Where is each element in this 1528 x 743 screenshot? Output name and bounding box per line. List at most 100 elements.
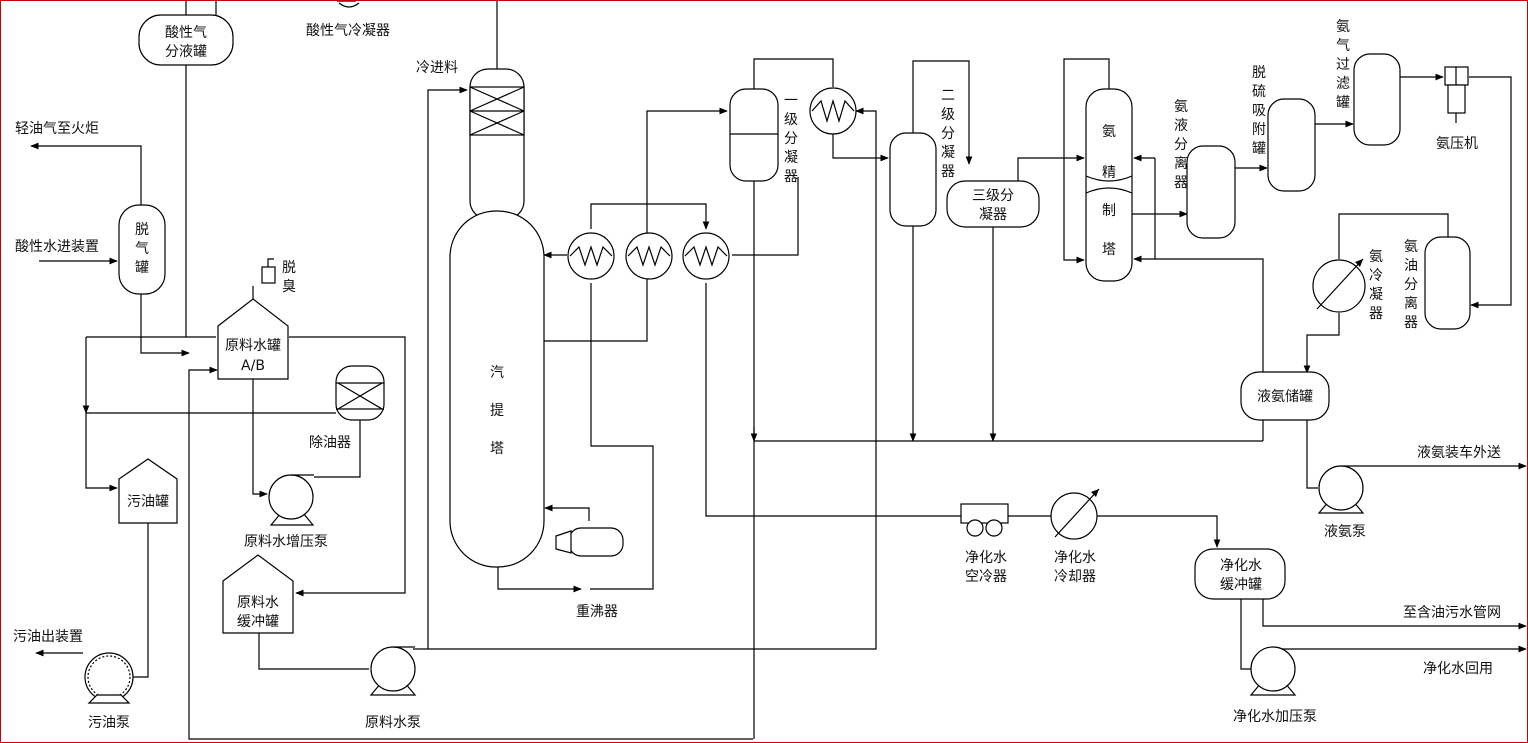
ammonia-oil-separator [1424,236,1471,330]
ammonia-refining-tower [1085,88,1133,282]
label-adsorber-1: 脱 [1252,65,1266,81]
label-air-cooler-1: 净化水 [965,550,1007,566]
label-second-condenser-4: 凝 [941,145,955,161]
label-first-condenser-3: 分 [784,131,798,147]
label-water-cooler-1: 净化水 [1054,550,1096,566]
slop-oil-tank [118,458,178,524]
label-adsorber-3: 吸 [1252,103,1266,119]
ammonia-liquid-separator [1186,145,1236,239]
slop-oil-pump-icon [84,652,134,704]
oil-remover [335,365,385,421]
label-purified-water-reuse: 净化水回用 [1423,661,1493,677]
label-filter-4: 滤 [1336,76,1350,92]
label-liquid-ammonia-storage: 液氨储罐 [1257,389,1313,405]
label-degas-1: 脱 [135,222,149,238]
label-refining-tower-4: 塔 [1102,242,1116,258]
label-cold-feed: 冷进料 [416,60,458,76]
label-filter-3: 过 [1336,57,1350,73]
label-stripper-1: 汽 [490,365,504,381]
label-liquid-ammonia-pump: 液氨泵 [1324,524,1366,540]
label-reboiler: 重沸器 [576,604,618,620]
label-air-cooler-2: 空冷器 [965,569,1007,585]
label-first-condenser-1: 一 [784,93,798,109]
raw-water-tank [217,298,289,380]
label-purified-buffer-1: 净化水 [1220,558,1262,574]
label-liquid-separator-1: 氨 [1174,99,1188,115]
label-raw-water-pump: 原料水泵 [365,715,421,731]
label-to-oily-sewer: 至含油污水管网 [1403,605,1501,621]
label-filter-5: 罐 [1336,95,1350,111]
label-ammonia-condenser-1: 氨 [1369,249,1383,265]
degas-tank [118,204,166,295]
label-acid-gas-condenser: 酸性气冷凝器 [306,23,390,39]
label-filter-2: 气 [1336,38,1350,54]
label-raw-water-buffer-2: 缓冲罐 [237,614,279,630]
acid-gas-condenser-symbol [338,2,360,8]
label-deodorize-2: 臭 [282,279,296,295]
label-liquid-separator-2: 液 [1174,118,1188,134]
second-stage-condenser [889,132,937,227]
purified-water-cooler-icon [1050,488,1100,540]
label-liquid-ammonia-shipping: 液氨装车外送 [1417,444,1501,461]
label-stripper-3: 塔 [490,441,504,457]
label-adsorber-2: 硫 [1252,84,1266,100]
label-second-condenser-1: 二 [941,88,955,104]
desulfur-adsorber [1267,98,1316,192]
purified-water-booster-pump-icon [1249,646,1297,696]
label-oil-separator-3: 分 [1404,277,1418,293]
deodorizer-icon [261,266,276,284]
label-adsorber-5: 罐 [1252,141,1266,157]
raw-water-pump-icon [369,646,417,696]
label-third-condenser-2: 凝器 [979,207,1007,223]
label-oil-separator-5: 器 [1404,315,1418,331]
label-deodorize-1: 脱 [282,260,296,276]
label-degas-2: 气 [135,241,149,257]
label-liquid-separator-5: 器 [1174,175,1188,191]
piping [30,1,1527,740]
label-ammonia-condenser-3: 凝 [1369,287,1383,303]
label-degas-3: 罐 [135,260,149,276]
label-third-condenser-1: 三级分 [972,188,1014,204]
label-purified-booster-pump: 净化水加压泵 [1233,709,1317,725]
label-refining-tower-2: 精 [1102,165,1116,181]
label-first-condenser-2: 级 [784,112,798,128]
label-oil-separator-4: 离 [1404,295,1418,312]
label-water-cooler-2: 冷却器 [1054,569,1096,585]
ammonia-compressor-icon [1444,66,1469,123]
label-acid-gas-knockout-2: 分液罐 [165,44,207,60]
label-acid-gas-knockout-1: 酸性气 [165,25,207,41]
third-stage-condenser [946,180,1040,228]
ammonia-filter [1353,53,1401,146]
label-second-condenser-5: 器 [941,164,955,180]
label-raw-water-tank-2: A/B [241,358,265,374]
raw-water-buffer-tank [222,554,294,634]
ammonia-condenser-icon [1312,258,1366,313]
reboiler [555,527,624,557]
label-slop-oil-pump: 污油泵 [88,715,130,731]
label-ammonia-condenser-2: 冷 [1369,268,1383,284]
label-oil-separator-1: 氨 [1404,239,1418,255]
label-oil-separator-2: 油 [1404,258,1418,274]
label-liquid-separator-4: 离 [1174,155,1188,172]
label-adsorber-4: 附 [1252,122,1266,138]
label-compressor: 氨压机 [1436,136,1478,152]
acid-gas-knockout-drum [138,14,234,66]
label-sour-water-in: 酸性水进装置 [15,239,99,255]
label-filter-1: 氨 [1336,19,1350,35]
label-refining-tower-3: 制 [1102,203,1116,219]
stripper-column [449,68,545,568]
label-raw-water-tank-1: 原料水罐 [225,338,281,354]
purified-water-buffer-tank [1194,548,1286,600]
label-first-condenser-4: 凝 [784,150,798,166]
label-stripper-2: 提 [490,403,504,419]
label-purified-buffer-2: 缓冲罐 [1220,577,1262,593]
label-raw-water-booster-pump: 原料水增压泵 [244,534,328,550]
liquid-ammonia-storage-tank [1240,371,1330,421]
raw-water-booster-pump-icon [268,474,315,526]
label-light-oil-to-flare: 轻油气至火炬 [15,121,99,137]
label-raw-water-buffer-1: 原料水 [237,595,279,611]
label-second-condenser-2: 级 [941,107,955,123]
heat-exchanger-row [567,232,730,280]
first-condenser-exchanger-icon [809,87,857,135]
